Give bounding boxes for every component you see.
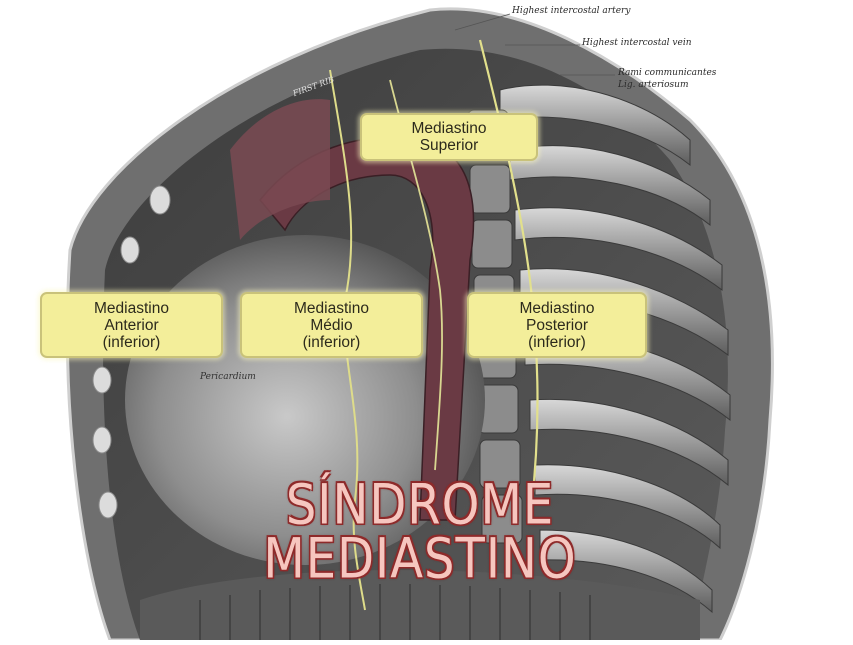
label-line: Superior [419, 137, 479, 154]
annotation-pericardium: Pericardium [200, 372, 256, 382]
label-mediastino-superior: Mediastino Superior [360, 113, 538, 161]
slide-title: SÍNDROME MEDIASTINO [160, 474, 680, 590]
diaphragm-striations [199, 584, 591, 640]
label-mediastino-posterior: Mediastino Posterior (inferior) [467, 292, 647, 358]
label-line: (inferior) [102, 333, 161, 351]
label-line: Médio [310, 316, 353, 334]
label-line: (inferior) [302, 333, 361, 351]
label-mediastino-medio: Mediastino Médio (inferior) [240, 292, 423, 358]
title-line-2: MEDIASTINO [263, 526, 577, 592]
annotation-lig-arteriosum: Lig. arteriosum [618, 80, 689, 90]
phrenic-nerve [329, 69, 366, 611]
annotation-intercostal-vein: Highest intercostal vein [582, 38, 692, 48]
leader-lines [454, 13, 615, 76]
label-line: Mediastino [519, 299, 595, 317]
title-line-1: SÍNDROME [285, 472, 555, 538]
label-line: (inferior) [528, 333, 586, 351]
label-line: Mediastino [411, 120, 487, 137]
great-vessels [230, 99, 330, 240]
annotation-rami-communicantes: Rami communicantes [618, 68, 717, 78]
label-line: Anterior [104, 316, 159, 334]
label-mediastino-anterior: Mediastino Anterior (inferior) [40, 292, 223, 358]
annotation-intercostal-artery: Highest intercostal artery [512, 6, 631, 16]
label-line: Mediastino [94, 299, 169, 317]
label-line: Posterior [525, 316, 589, 334]
label-line: Mediastino [294, 299, 369, 317]
